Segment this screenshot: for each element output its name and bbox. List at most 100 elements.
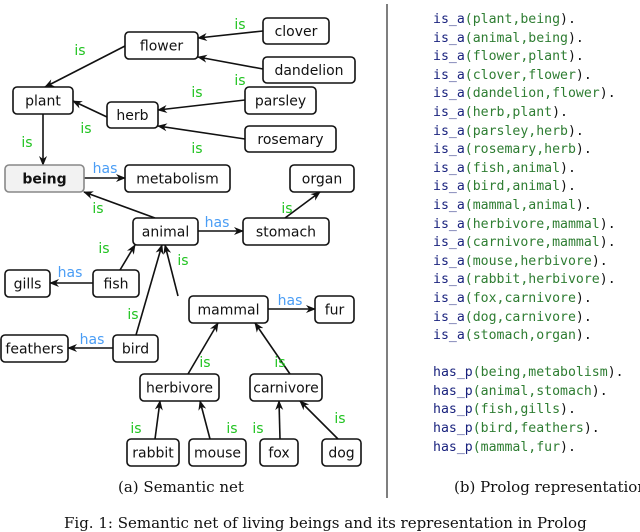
prolog-fact: is_a(herb,plant). — [433, 104, 568, 120]
node-label: organ — [302, 172, 342, 188]
edge-herbivore-mammal — [187, 322, 219, 375]
prolog-fact: is_a(fish,animal). — [433, 160, 576, 176]
node-bird: bird — [112, 334, 159, 363]
prolog-fact: is_a(rosemary,herb). — [433, 142, 592, 158]
edge-carnivore-mammal — [254, 322, 291, 375]
edge-label-is: is — [226, 421, 237, 437]
prolog-fact: is_a(plant,being). — [433, 12, 576, 27]
arguments: (mammal,fur — [472, 439, 561, 455]
arguments: (mouse,herbivore — [464, 253, 592, 269]
node-metabolism: metabolism — [124, 164, 231, 193]
node-parsley: parsley — [244, 86, 317, 115]
edge-label-is: is — [177, 253, 188, 269]
prolog-fact: is_a(animal,being). — [433, 30, 584, 46]
caption-a: (a) Semantic net — [118, 478, 244, 496]
node-animal: animal — [132, 217, 199, 246]
arguments: (plant,being — [464, 12, 561, 27]
arguments: (being,metabolism — [472, 365, 608, 381]
predicate: has_p — [433, 421, 473, 437]
arguments: (stomach,organ — [464, 328, 576, 344]
arguments: (flower,plant — [464, 49, 568, 65]
figure-caption: Fig. 1: Semantic net of living beings an… — [64, 514, 587, 532]
predicate: is_a — [433, 86, 465, 102]
edge-label-is: is — [92, 201, 103, 217]
edge-label-is: is — [80, 121, 91, 137]
edge-label-is: is — [74, 43, 85, 59]
node-label: flower — [140, 39, 183, 55]
node-label: parsley — [255, 94, 306, 110]
arguments: (animal,stomach — [472, 383, 592, 399]
predicate: has_p — [433, 383, 473, 399]
arguments: (fox,carnivore — [464, 290, 576, 306]
prolog-fact: is_a(stomach,organ). — [433, 328, 592, 344]
predicate: is_a — [433, 142, 465, 158]
arguments: (fish,animal — [464, 160, 561, 176]
node-plant: plant — [12, 86, 74, 115]
node-label: feathers — [5, 342, 63, 358]
edge-parsley-herb — [157, 99, 246, 113]
edge-mouse-herbivore — [198, 400, 211, 440]
prolog-fact: is_a(carnivore,mammal). — [433, 235, 616, 251]
edge-label-has: has — [93, 161, 118, 177]
node-label: mouse — [194, 446, 241, 462]
edge-bird-animal — [135, 244, 164, 336]
prolog-fact: is_a(clover,flower). — [433, 67, 592, 83]
edge-stomach-organ — [284, 191, 321, 219]
node-feathers: feathers — [0, 334, 69, 363]
edge-label-is: is — [281, 201, 292, 217]
predicate: is_a — [433, 253, 465, 269]
node-label: carnivore — [253, 381, 318, 397]
edge-label-is: is — [234, 17, 245, 33]
edge-label-is: is — [334, 411, 345, 427]
node-label: gills — [14, 277, 42, 293]
prolog-fact: has_p(fish,gills). — [433, 402, 576, 418]
predicate: is_a — [433, 272, 465, 288]
node-label: herb — [116, 108, 148, 124]
prolog-fact: is_a(rabbit,herbivore). — [433, 272, 616, 288]
edge-dandelion-flower — [197, 54, 264, 70]
predicate: has_p — [433, 439, 473, 455]
node-label: fur — [325, 303, 345, 319]
prolog-fact: is_a(parsley,herb). — [433, 123, 584, 139]
node-label: rabbit — [132, 446, 174, 462]
edge-rabbit-herbivore — [154, 400, 163, 440]
arguments: (bird,feathers — [472, 421, 584, 437]
predicate: has_p — [433, 365, 473, 381]
node-label: stomach — [256, 225, 316, 241]
edge-flower-plant — [44, 45, 126, 88]
node-clover: clover — [262, 17, 330, 45]
prolog-code: is_a(plant,being).is_a(animal,being).is_… — [433, 11, 624, 457]
prolog-fact: is_a(herbivore,mammal). — [433, 216, 616, 232]
predicate: is_a — [433, 49, 465, 65]
edge-label-has: has — [80, 332, 105, 348]
predicate: has_p — [433, 402, 473, 418]
node-fish: fish — [92, 269, 140, 298]
node-fox: fox — [259, 438, 299, 467]
prolog-fact: has_p(animal,stomach). — [433, 383, 608, 399]
node-fur: fur — [314, 295, 355, 324]
predicate: is_a — [433, 30, 465, 46]
predicate: is_a — [433, 328, 465, 344]
node-label: bird — [122, 342, 149, 358]
predicate: is_a — [433, 216, 465, 232]
edge-label-is: is — [98, 241, 109, 257]
node-mouse: mouse — [188, 438, 247, 467]
node-organ: organ — [289, 164, 355, 193]
node-label: dog — [328, 446, 354, 462]
node-label: fish — [104, 277, 129, 293]
node-label: plant — [25, 94, 61, 110]
predicate: is_a — [433, 179, 465, 195]
predicate: is_a — [433, 290, 465, 306]
arguments: (carnivore,mammal — [464, 235, 600, 251]
prolog-fact: is_a(mouse,herbivore). — [433, 253, 608, 269]
edge-herb-plant — [72, 100, 108, 118]
arguments: (clover,flower — [464, 67, 576, 83]
node-label: dandelion — [274, 63, 343, 79]
arguments: (bird,animal — [464, 179, 561, 195]
prolog-fact: is_a(dog,carnivore). — [433, 309, 592, 325]
node-label: animal — [142, 225, 189, 241]
predicate: is_a — [433, 104, 465, 120]
arguments: (animal,being — [464, 30, 568, 46]
prolog-fact: is_a(mammal,animal). — [433, 197, 592, 213]
node-herb: herb — [106, 101, 159, 129]
